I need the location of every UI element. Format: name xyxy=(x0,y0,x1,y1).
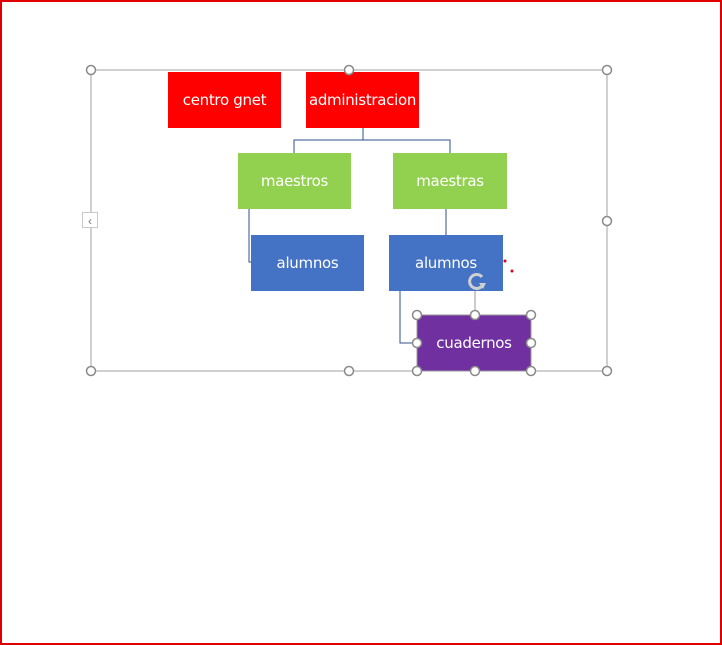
node-administracion[interactable]: administracion xyxy=(306,72,419,128)
spellcheck-dot xyxy=(510,269,514,273)
node-maestros[interactable]: maestros xyxy=(238,153,351,209)
spellcheck-dot xyxy=(503,259,507,263)
shape-handle-top-left[interactable] xyxy=(411,309,423,321)
shape-handle-bottom[interactable] xyxy=(469,365,481,377)
shape-handle-right[interactable] xyxy=(525,337,537,349)
connector-maestros xyxy=(248,209,251,263)
frame-handle-top[interactable] xyxy=(343,64,355,76)
frame-handle-bottom-right[interactable] xyxy=(601,365,613,377)
text-pane-toggle-button[interactable]: ‹ xyxy=(82,212,98,228)
selection-outline xyxy=(416,314,532,372)
shape-handle-bottom-left[interactable] xyxy=(411,365,423,377)
connector-alumnos xyxy=(399,291,417,344)
node-alumnos-2[interactable]: alumnos xyxy=(389,235,503,291)
chevron-left-icon: ‹ xyxy=(88,214,92,228)
node-maestras[interactable]: maestras xyxy=(393,153,507,209)
shape-handle-top-right[interactable] xyxy=(525,309,537,321)
frame-handle-top-right[interactable] xyxy=(601,64,613,76)
shape-handle-bottom-right[interactable] xyxy=(525,365,537,377)
shape-handle-left[interactable] xyxy=(411,337,423,349)
shape-handle-top[interactable] xyxy=(469,309,481,321)
connector-lines xyxy=(248,128,451,344)
node-centro-gnet[interactable]: centro gnet xyxy=(168,72,281,128)
node-cuadernos-selected[interactable]: cuadernos xyxy=(417,315,531,371)
frame-handle-bottom[interactable] xyxy=(343,365,355,377)
frame-handle-top-left[interactable] xyxy=(85,64,97,76)
connector-admin xyxy=(293,128,451,153)
frame-handle-right[interactable] xyxy=(601,215,613,227)
node-alumnos-1[interactable]: alumnos xyxy=(251,235,364,291)
frame-handle-bottom-left[interactable] xyxy=(85,365,97,377)
rotate-handle-icon[interactable] xyxy=(468,273,486,290)
